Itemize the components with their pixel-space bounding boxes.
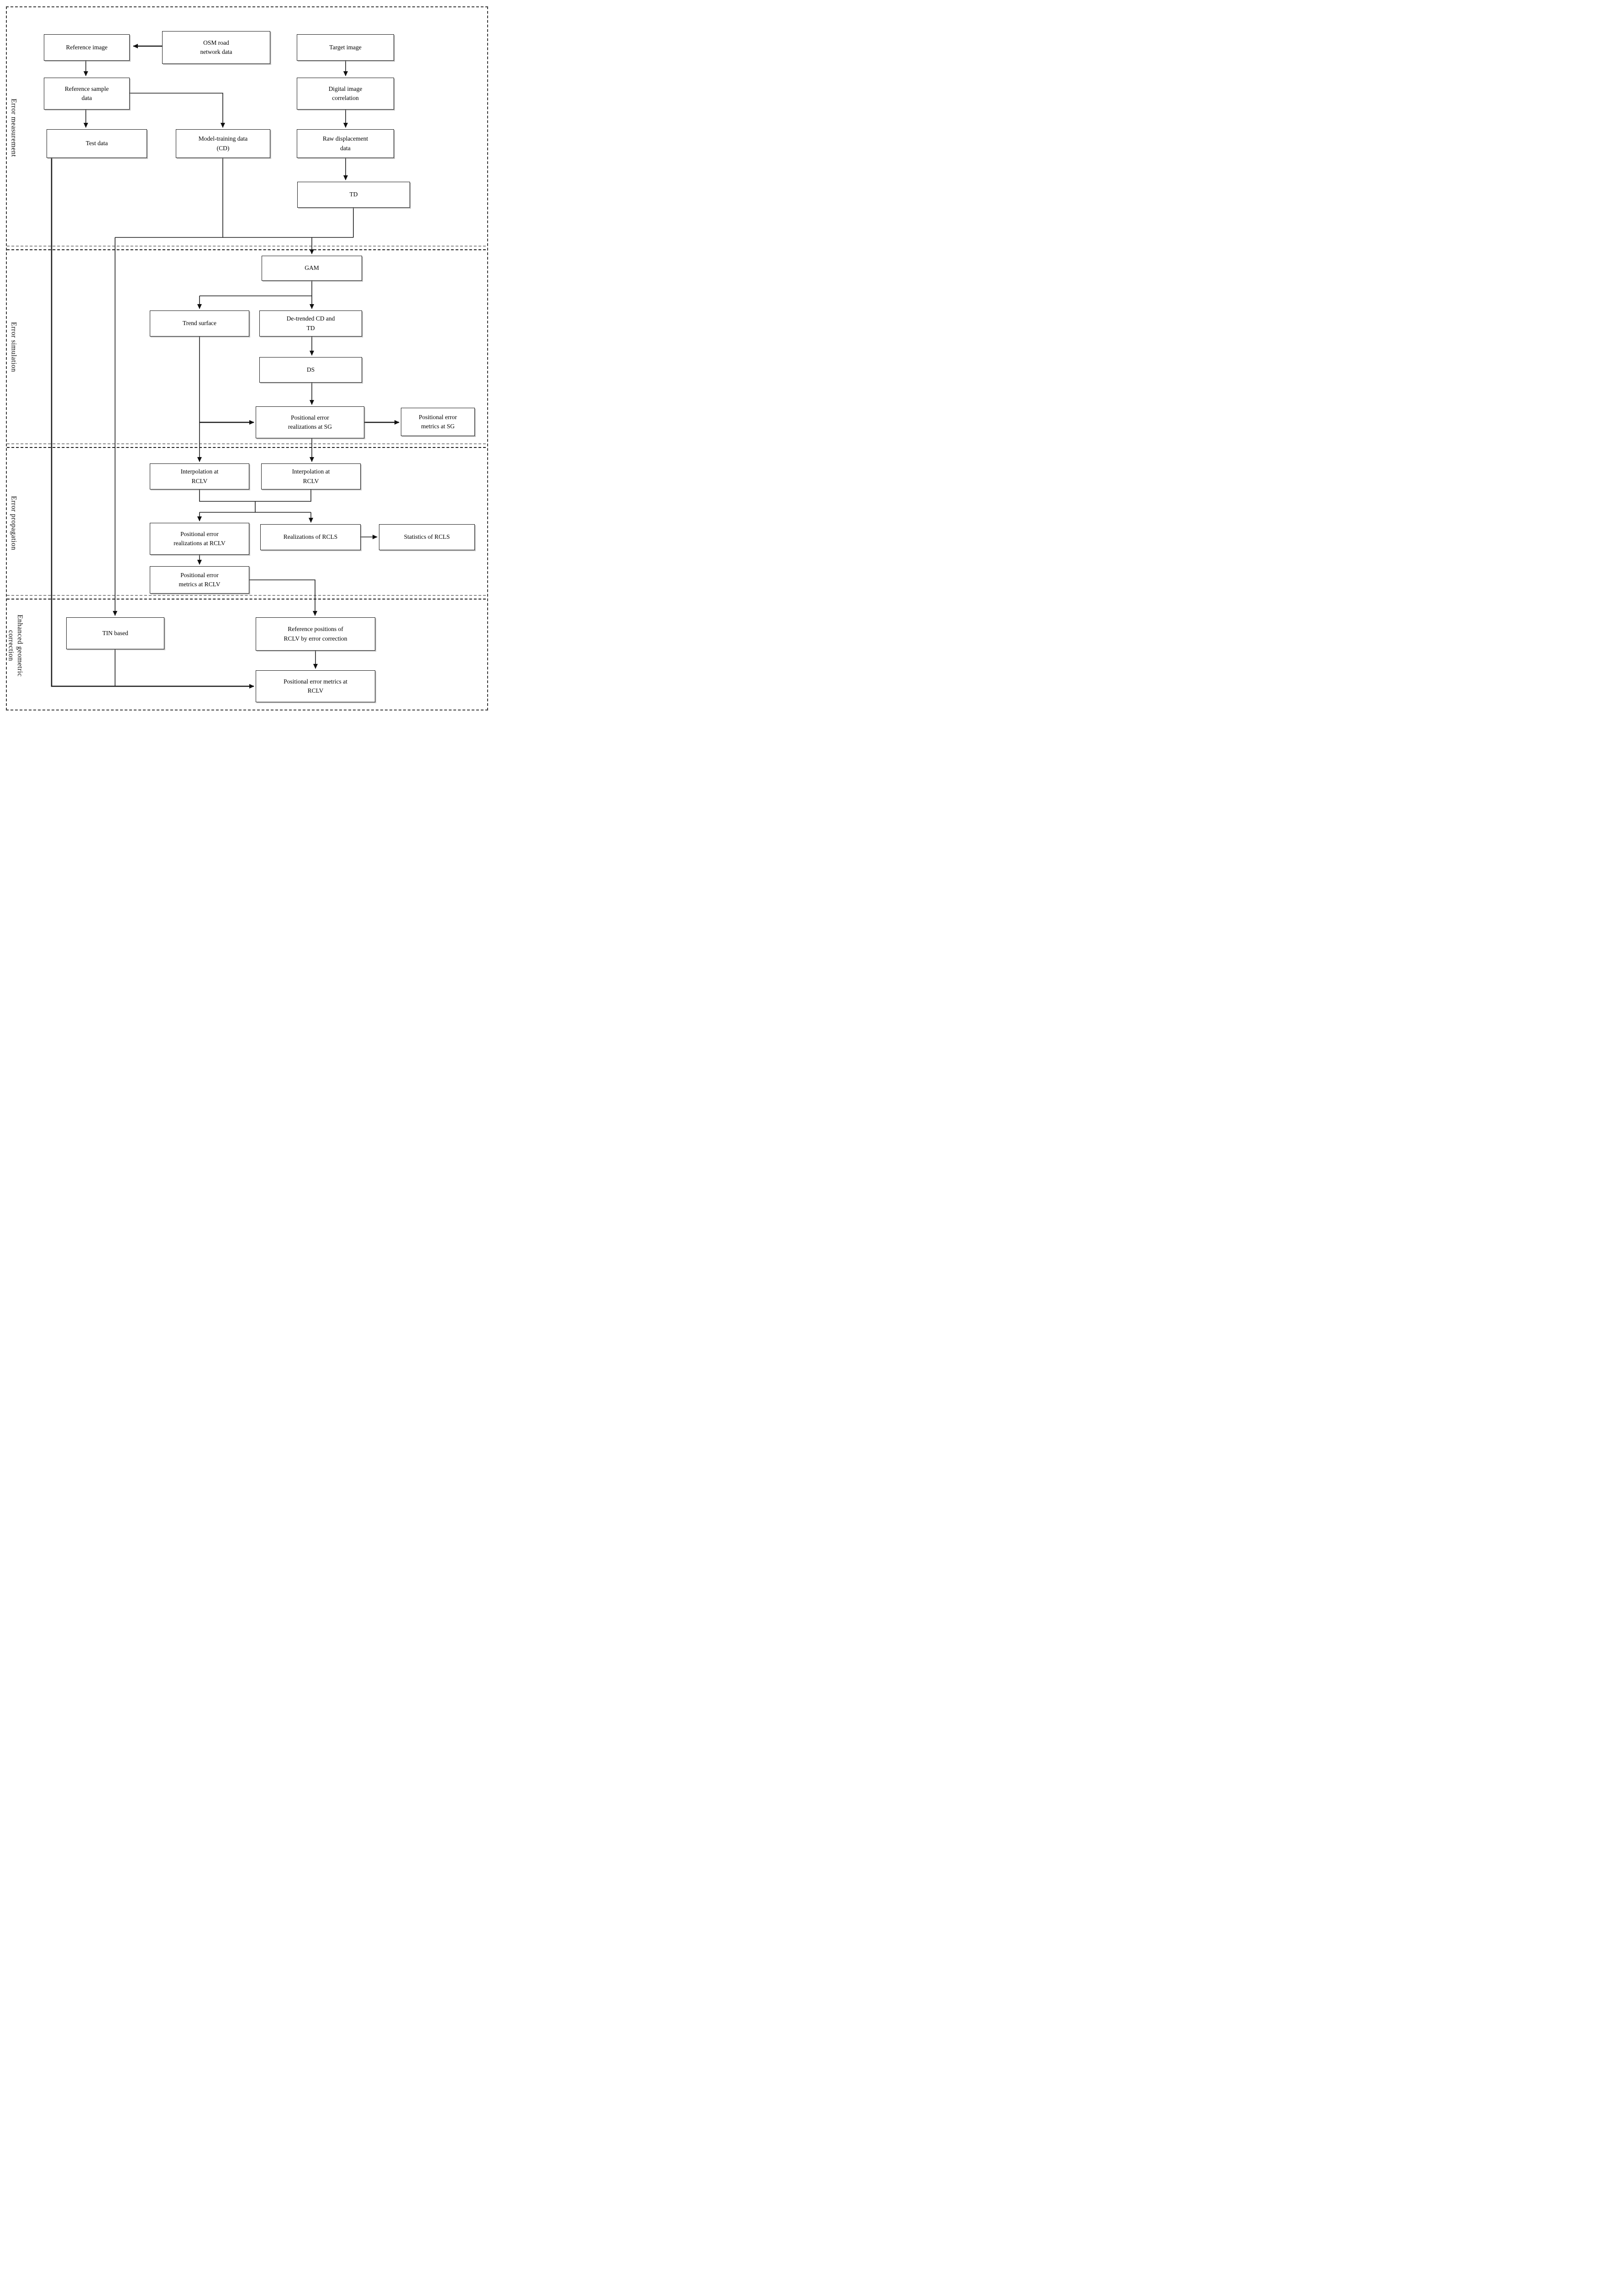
node-interpolation-at-rclv-left: Interpolation at RCLV [150,463,249,489]
section-label-error-propagation: Error propagation [10,495,18,551]
separator-1-gray [7,246,486,247]
node-reference-image: Reference image [44,34,130,61]
separator-3-gray [7,595,486,596]
node-positional-error-metrics-at-rclv-final: Positional error metrics at RCLV [256,670,375,702]
node-realizations-of-rcls: Realizations of RCLS [260,524,361,550]
node-ds: DS [259,357,362,383]
outer-dashed-border [6,6,488,710]
node-td: TD [297,182,410,208]
node-tin-based: TIN based [66,617,164,649]
node-positional-error-metrics-at-rclv: Positional error metrics at RCLV [150,566,249,594]
section-label-error-measurement: Error measurement [10,99,18,157]
node-model-training-data-cd: Model-training data (CD) [176,129,270,158]
node-positional-error-realizations-at-rclv: Positional error realizations at RCLV [150,523,249,555]
node-positional-error-realizations-at-sg: Positional error realizations at SG [256,406,364,438]
node-positional-error-metrics-at-sg: Positional error metrics at SG [401,408,475,436]
node-trend-surface: Trend surface [150,310,249,337]
node-raw-displacement-data: Raw displacement data [297,129,394,158]
node-digital-image-correlation: Digital image correlation [297,78,394,110]
separator-3-black [7,599,486,600]
node-reference-positions-of-rclv: Reference positions of RCLV by error cor… [256,617,375,651]
flowchart-canvas: Error measurement Error simulation Error… [0,0,493,721]
separator-2-gray [7,443,486,444]
node-target-image: Target image [297,34,394,61]
node-gam: GAM [262,256,362,281]
node-reference-sample-data: Reference sample data [44,78,130,110]
node-osm-road-network-data: OSM road network data [162,31,270,64]
separator-2-black [7,447,486,448]
section-label-enhanced-geometric-correction: Enhanced geometric correction [7,615,24,677]
separator-1-black [7,249,486,250]
node-interpolation-at-rclv-right: Interpolation at RCLV [261,463,361,489]
node-test-data: Test data [47,129,147,158]
section-label-error-simulation: Error simulation [10,322,18,373]
node-statistics-of-rcls: Statistics of RCLS [379,524,475,550]
node-de-trended-cd-and-td: De-trended CD and TD [259,310,362,337]
